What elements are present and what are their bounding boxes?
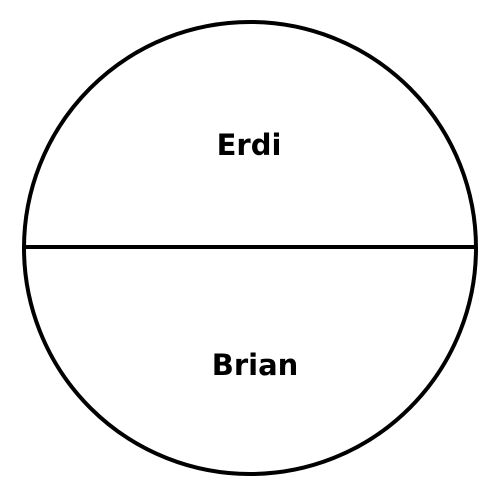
top-half-label: Erdi: [217, 128, 282, 162]
bottom-half-label: Brian: [212, 348, 299, 382]
